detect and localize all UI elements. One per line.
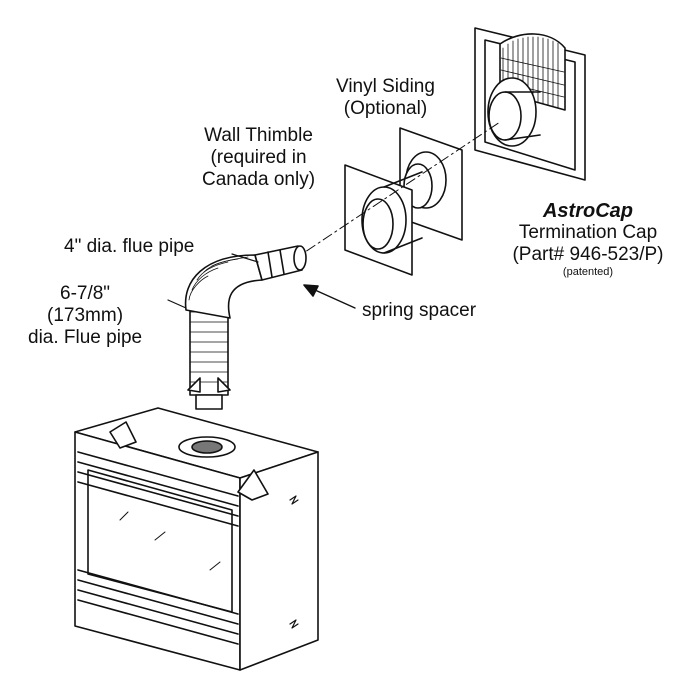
spring-spacer-arrowhead [304, 285, 318, 296]
wall-thimble-line-2: (required in [210, 147, 307, 168]
flue-4in-label: 4" dia. flue pipe [64, 236, 194, 258]
flue-4in-leader [232, 254, 258, 262]
vent-centerline [290, 122, 500, 262]
cap-part-number: (Part# 946-523/P) [512, 244, 664, 265]
wall-thimble-line-1: Wall Thimble [204, 125, 313, 146]
flue-4in-text: 4" dia. flue pipe [64, 236, 195, 257]
cap-patented: (patented) [562, 266, 614, 278]
vinyl-siding-line-1: Vinyl Siding [336, 76, 435, 97]
flue-large-leader [168, 300, 186, 308]
horizontal-flue-pipe [255, 246, 306, 280]
flue-large-line-1: 6-7/8" [60, 283, 111, 304]
cap-name: AstroCap [542, 200, 633, 222]
wall-thimble-line-3: Canada only) [202, 169, 316, 190]
spring-spacer-label: spring spacer [362, 300, 476, 322]
flue-large-line-3: dia. Flue pipe [28, 327, 143, 348]
vinyl-siding-label: Vinyl Siding (Optional) [336, 76, 435, 120]
cap-line-2: Termination Cap [518, 222, 658, 243]
vinyl-siding-line-2: (Optional) [343, 98, 428, 119]
fireplace-unit [75, 408, 318, 670]
spring-spacer-arrow [315, 290, 355, 308]
flue-elbow [186, 255, 262, 318]
flue-large-label: 6-7/8" (173mm) dia. Flue pipe [28, 283, 142, 349]
termination-cap [475, 28, 585, 180]
wall-thimble [345, 165, 422, 275]
spring-spacer-text: spring spacer [362, 300, 477, 321]
wall-thimble-label: Wall Thimble (required in Canada only) [202, 125, 315, 191]
flue-large-line-2: (173mm) [47, 305, 124, 326]
termination-cap-label: AstroCap Termination Cap (Part# 946-523/… [488, 200, 688, 279]
